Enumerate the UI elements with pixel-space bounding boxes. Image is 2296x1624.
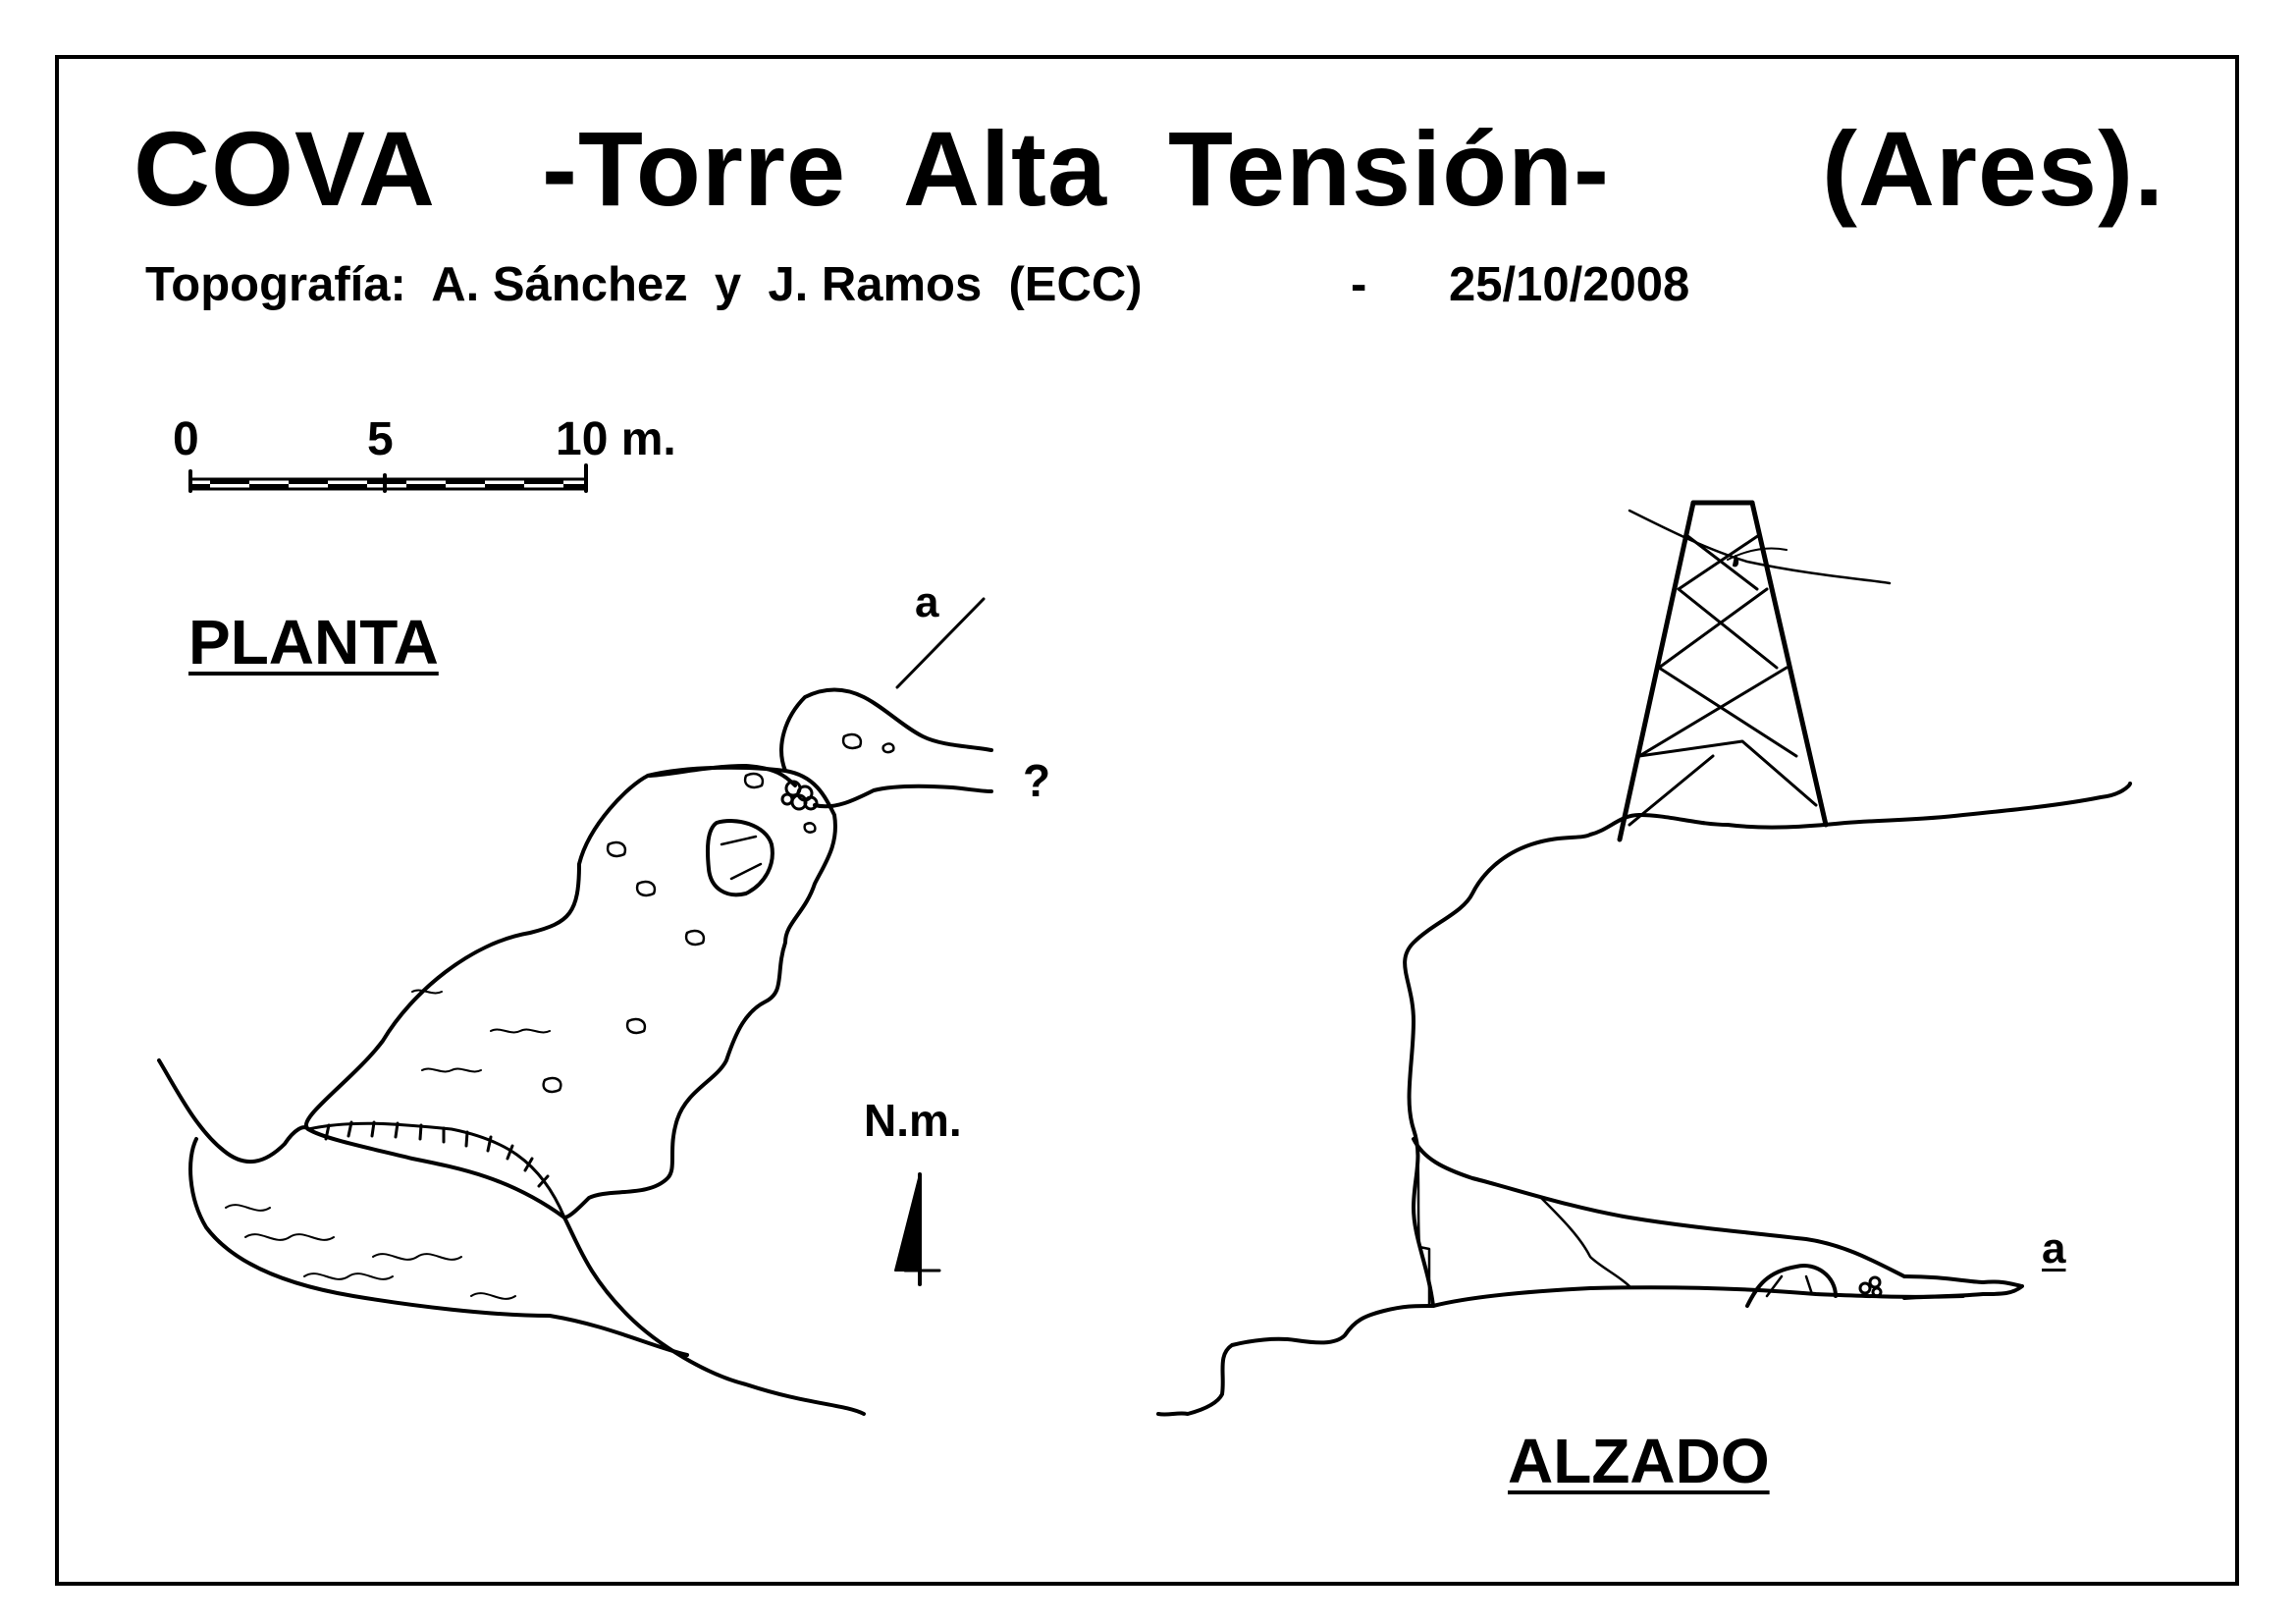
credit-text: Topografía: A. Sánchez y J. Ramos (ECC) bbox=[145, 258, 1143, 311]
plan-sediment-marks bbox=[225, 989, 551, 1300]
plan-section-mark: a bbox=[915, 578, 939, 626]
elevation-rock-cluster bbox=[1858, 1275, 1883, 1298]
plan-view-label: PLANTA bbox=[188, 607, 439, 677]
power-line bbox=[1628, 509, 1892, 585]
map-frame bbox=[55, 55, 2239, 1586]
plan-floor-blocks bbox=[542, 732, 895, 1094]
elevation-surface bbox=[1156, 1304, 1435, 1417]
survey-date: 25/10/2008 bbox=[1449, 258, 1690, 311]
unexplored-passage-mark: ? bbox=[1023, 755, 1051, 806]
plan-drip-line bbox=[306, 1120, 566, 1219]
plan-view-survey bbox=[157, 597, 993, 1416]
title-cave-subtitle: -Torre Alta Tensión- bbox=[542, 109, 1611, 228]
elevation-passage bbox=[1902, 1274, 2024, 1300]
scale-label-5: 5 bbox=[367, 413, 394, 465]
scale-bar bbox=[188, 463, 588, 493]
title-cave-name: COVA bbox=[133, 109, 437, 228]
plan-rock-cluster bbox=[780, 780, 819, 811]
credit-dash: - bbox=[1351, 258, 1367, 311]
plan-boulder bbox=[706, 819, 774, 897]
elevation-rock-mass bbox=[1403, 782, 2132, 1308]
page-title: COVA -Torre Alta Tensión- (Ares). bbox=[133, 116, 2163, 540]
elevation-section-mark: a bbox=[2042, 1224, 2066, 1272]
north-arrow bbox=[894, 1172, 941, 1286]
pylon-lattice bbox=[1628, 533, 1818, 827]
elevation-view-survey bbox=[1156, 500, 2132, 1417]
survey-credit: Topografía: A. Sánchez y J. Ramos (ECC) … bbox=[145, 261, 1689, 454]
elevation-view-label: ALZADO bbox=[1508, 1426, 1770, 1496]
plan-entrance-slope bbox=[157, 1058, 310, 1164]
plan-upper-passage bbox=[646, 764, 797, 787]
title-place: (Ares). bbox=[1822, 109, 2165, 228]
plan-cave-outline bbox=[303, 765, 837, 1219]
north-arrow-label: N.m. bbox=[864, 1095, 962, 1146]
scale-label-10: 10 m. bbox=[556, 413, 676, 465]
plan-section-line bbox=[895, 597, 986, 689]
pylon bbox=[1617, 500, 1829, 842]
scale-label-0: 0 bbox=[173, 413, 199, 465]
